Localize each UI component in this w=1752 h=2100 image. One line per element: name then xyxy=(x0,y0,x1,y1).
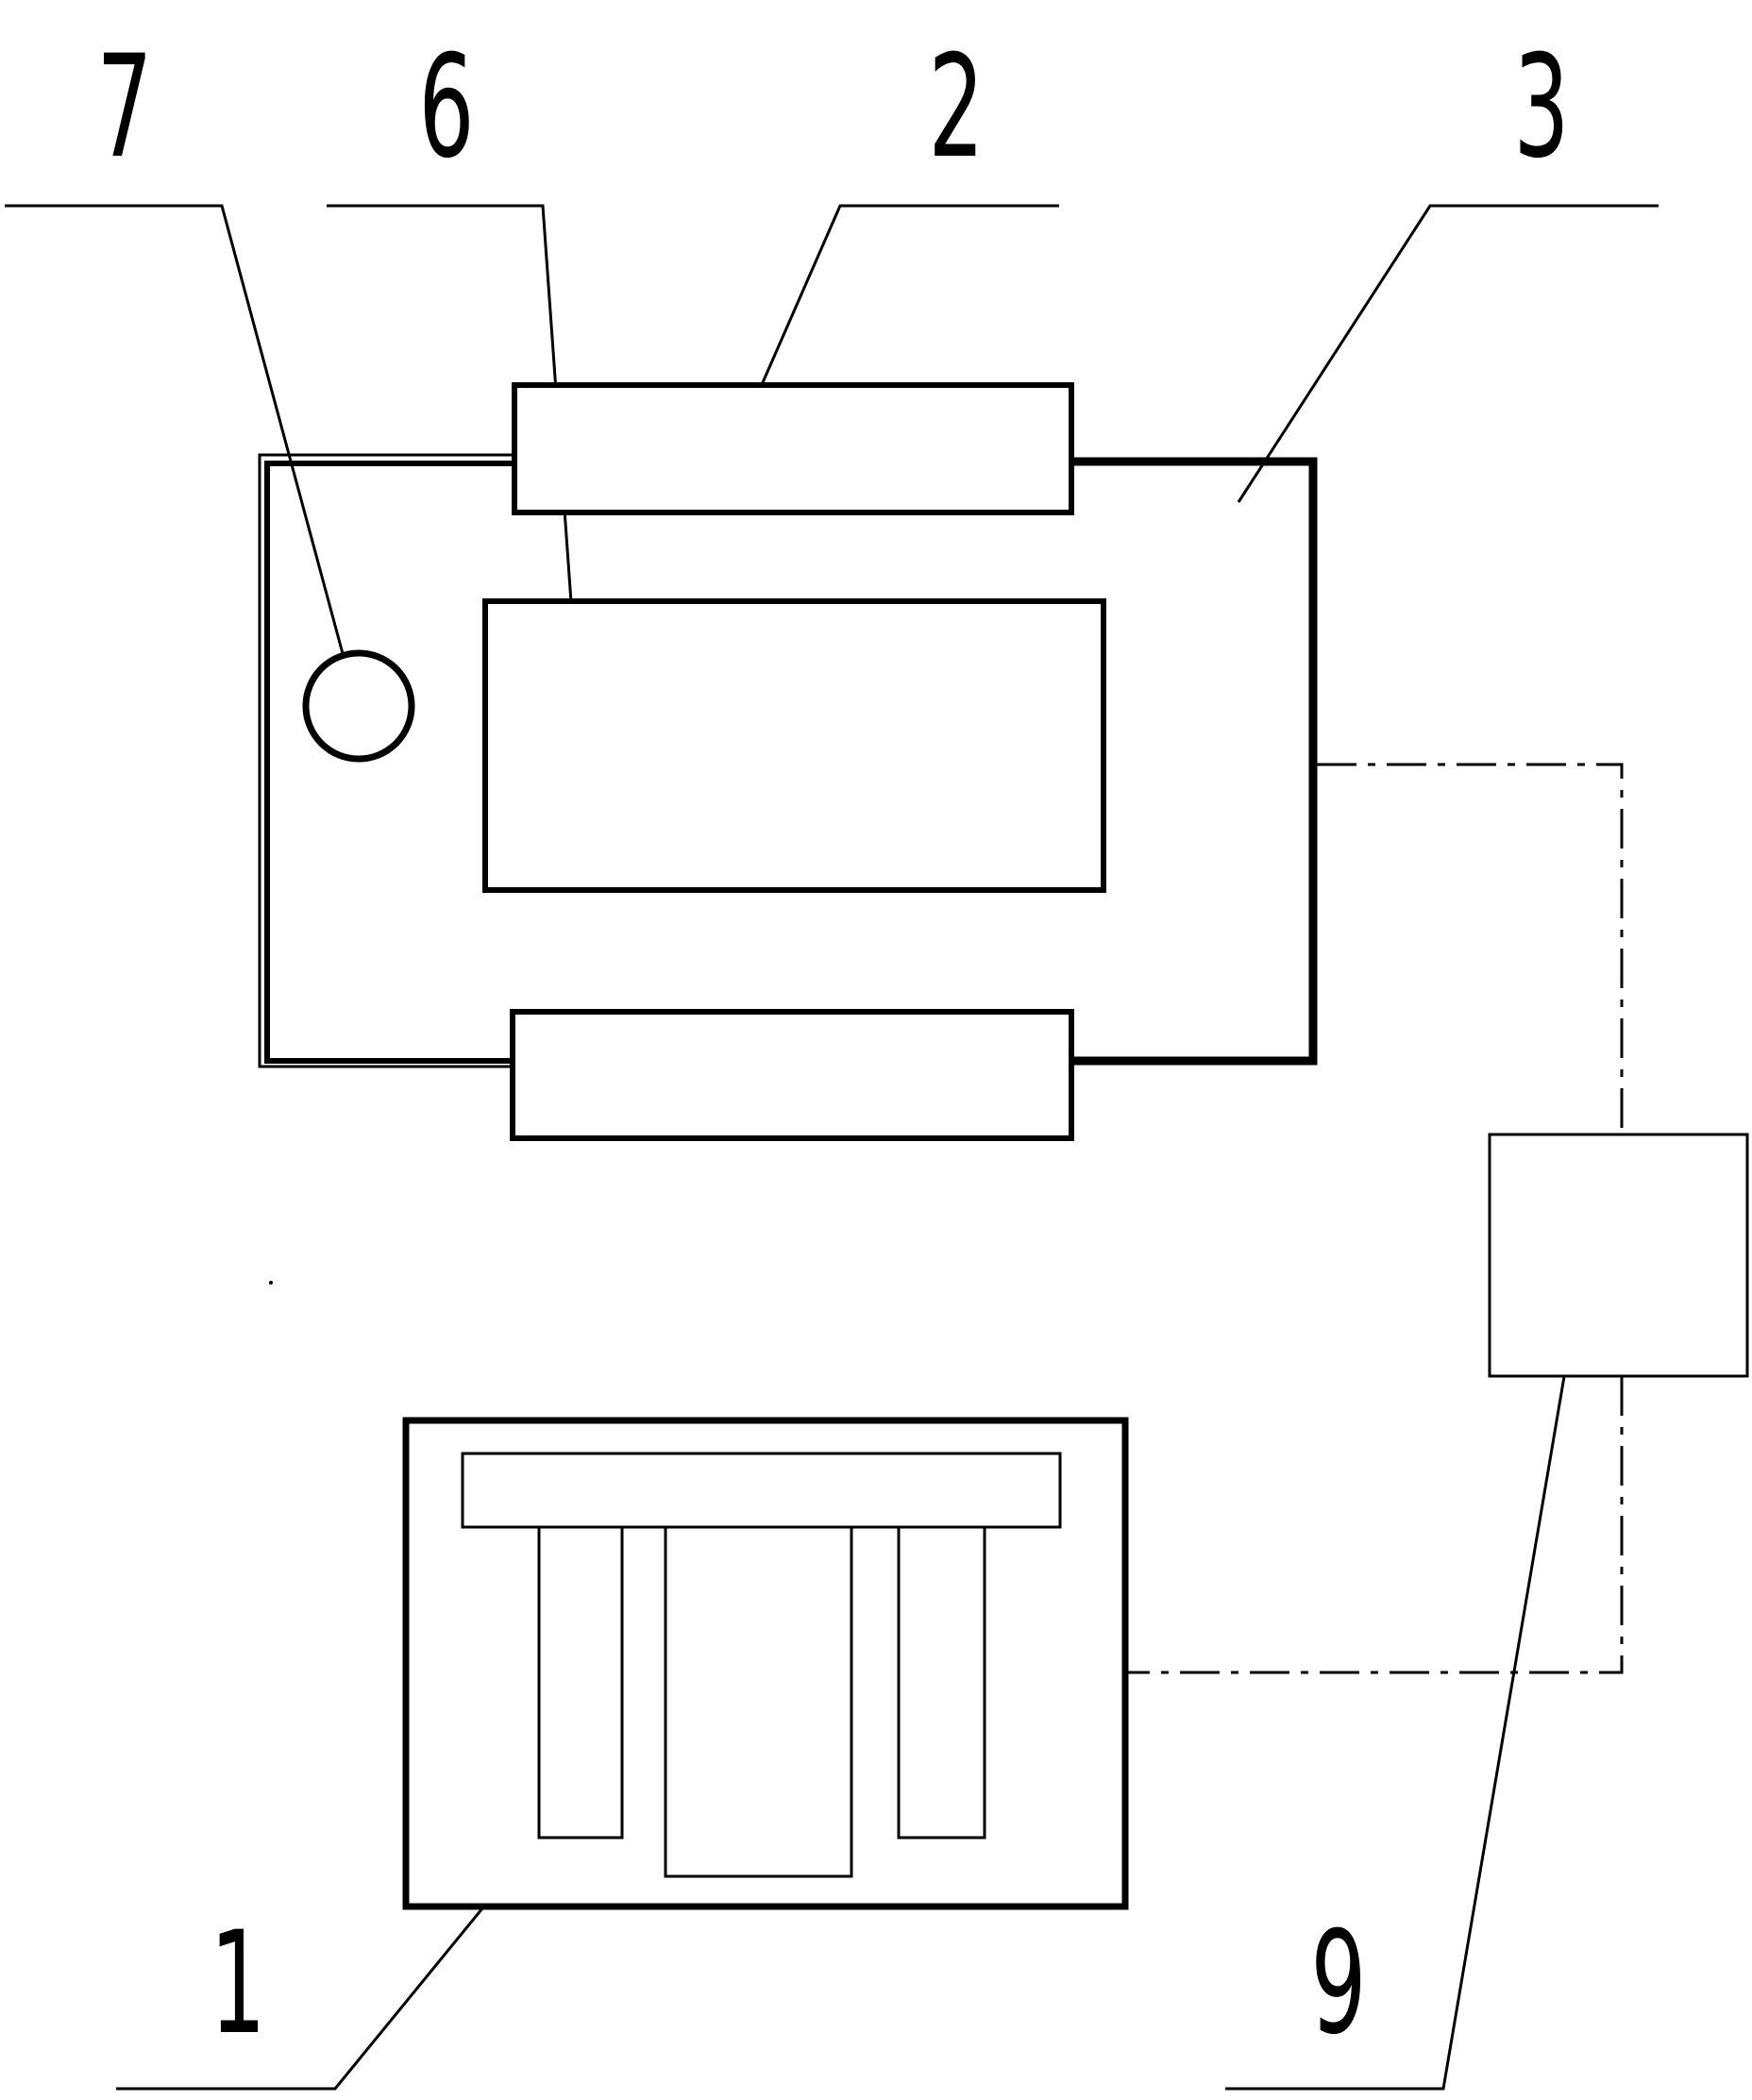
base-left-post xyxy=(537,1525,624,1840)
top-roller xyxy=(512,382,1074,515)
signal-line-frame-to-controller xyxy=(1317,763,1624,1134)
ref-label-7: 7 xyxy=(96,25,152,190)
leader-line-7 xyxy=(5,204,359,707)
base-right-post xyxy=(897,1525,986,1840)
base-crossbar xyxy=(461,1452,1062,1529)
ref-label-9: 9 xyxy=(1310,1902,1366,2066)
sensor-circle xyxy=(302,649,415,763)
leader-line-9 xyxy=(1225,1292,1580,2091)
stray-dot xyxy=(269,1281,273,1285)
leader-line-2 xyxy=(735,204,1059,442)
signal-line-controller-to-base xyxy=(1125,1376,1624,1674)
ref-label-6: 6 xyxy=(418,25,474,190)
base-center-column xyxy=(664,1525,853,1878)
controller-box xyxy=(1488,1133,1749,1378)
ref-label-3: 3 xyxy=(1513,25,1569,190)
ref-label-1: 1 xyxy=(210,1902,265,2066)
leader-line-6 xyxy=(327,204,580,696)
central-block xyxy=(482,598,1106,893)
bottom-roller xyxy=(510,1009,1074,1141)
ref-label-2: 2 xyxy=(928,25,984,190)
leader-line-3 xyxy=(1237,204,1659,503)
leader-line-1 xyxy=(116,1907,484,2091)
frame-enclosure xyxy=(258,453,1318,1068)
base-unit xyxy=(402,1417,1129,1910)
